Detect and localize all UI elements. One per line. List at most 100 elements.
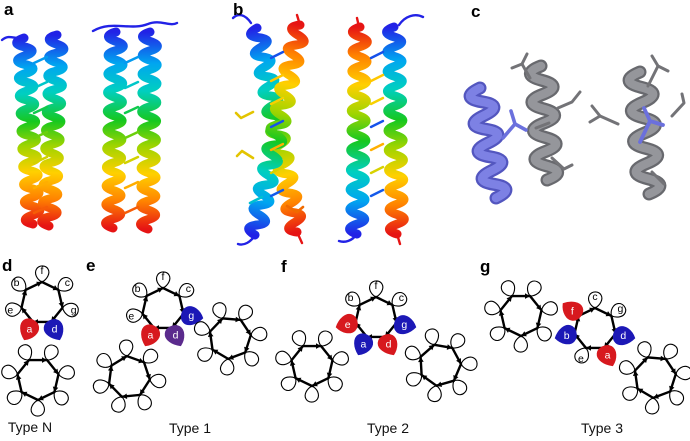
wheel-letter-f: f <box>375 280 378 292</box>
wheel-letter-c: c <box>592 291 597 303</box>
wheel-arrowhead <box>355 305 362 311</box>
wheel-petal <box>57 365 75 380</box>
wheel-petal <box>53 390 69 406</box>
wheel-petal <box>637 341 652 358</box>
wheel-petal-d <box>377 334 398 356</box>
wheel-petal <box>137 394 152 411</box>
wheel-petal <box>405 372 423 387</box>
wheel-petal <box>43 344 59 361</box>
side-chain-stick <box>269 188 285 198</box>
wheel-arrowhead <box>428 344 435 351</box>
wheel-petal-g <box>61 302 79 318</box>
terminal-tail <box>91 21 179 33</box>
wheel-arrowhead <box>244 346 250 353</box>
wheel-arrowhead <box>446 344 453 350</box>
wheel-petal <box>675 365 690 381</box>
side-chain-stick <box>670 92 686 118</box>
wheel-arrowhead <box>312 381 318 387</box>
panel-c-structures <box>463 52 686 205</box>
wheel-petal-c <box>178 283 195 298</box>
wheel-petal <box>250 326 268 342</box>
side-chain-stick <box>369 50 385 60</box>
wheel-petal-e <box>126 308 144 323</box>
wheel-petal <box>92 379 110 394</box>
wheel-arrowhead <box>121 356 127 362</box>
wheel-arrowhead <box>436 381 443 387</box>
wheel-arrowhead <box>327 354 333 361</box>
wheel-arrowhead <box>453 374 459 381</box>
side-chain-stick <box>248 195 264 205</box>
wheel-arrowhead <box>660 355 666 362</box>
wheel-arrowhead <box>521 331 527 337</box>
side-chain-stick <box>534 121 551 130</box>
wheel-arrowhead <box>536 304 542 311</box>
wheel-petal-e <box>574 347 590 364</box>
wheel-arrowhead <box>217 318 223 324</box>
wheel-petal <box>193 321 211 336</box>
wheel-letter-e: e <box>7 305 13 317</box>
wheel-arrowhead <box>653 393 659 399</box>
wheel-arrowhead <box>42 357 48 363</box>
wheel-petal <box>17 344 33 361</box>
wheel-petal <box>513 335 528 353</box>
wheel-arrowhead <box>52 285 59 291</box>
wheel-petal-g <box>610 303 627 318</box>
helical-wheel-e-partner-1 <box>92 339 167 413</box>
wheel-arrowhead <box>121 393 128 400</box>
wheel-petal-f <box>156 271 171 289</box>
wheel-letter-a: a <box>360 339 366 351</box>
type-label-2: Type 2 <box>366 420 410 436</box>
wheel-arrowhead <box>535 322 542 328</box>
wheel-arrowhead <box>605 311 612 317</box>
wheel-petal <box>304 385 319 403</box>
side-chain-stick <box>123 55 140 65</box>
wheel-letter-b: b <box>135 283 141 295</box>
wheel-petal-a <box>20 318 40 341</box>
wheel-petal-e <box>335 313 358 334</box>
wheel-petal-c <box>57 277 74 292</box>
wheel-petal <box>280 376 297 391</box>
wheel-petal-g <box>393 315 417 335</box>
wheel-letter-a: a <box>26 324 32 336</box>
wheel-petal <box>500 280 516 297</box>
wheel-letter-g: g <box>188 310 194 322</box>
wheel-letter-g: g <box>617 303 623 315</box>
wheel-letter-f: f <box>162 271 165 283</box>
wheel-arrowhead <box>228 354 234 360</box>
wheel-letter-g: g <box>401 319 407 331</box>
side-chain-stick <box>369 165 385 175</box>
side-chain-stick <box>509 109 517 126</box>
wheel-petal <box>149 373 167 389</box>
wheel-arrowhead <box>157 287 163 293</box>
side-chain-stick <box>556 90 582 110</box>
wheel-arrowhead <box>58 302 65 308</box>
side-chain-stick <box>269 119 285 129</box>
wheel-arrowhead <box>173 291 180 297</box>
wheel-arrowhead <box>207 331 214 337</box>
wheel-arrowhead <box>498 310 505 316</box>
wheel-petal-a <box>596 345 617 367</box>
side-chain-stick <box>369 96 385 106</box>
wheel-petal <box>219 358 235 376</box>
side-chain-stick <box>501 122 528 140</box>
wheel-petal-c <box>391 292 408 307</box>
wheel-arrowhead <box>637 388 644 394</box>
wheel-arrowhead <box>589 307 595 313</box>
side-chain-stick <box>269 50 285 60</box>
wheel-petal-c <box>588 291 603 309</box>
wheel-letter-c: c <box>399 292 404 304</box>
wheel-arrowhead <box>212 349 219 355</box>
panel-a-structures <box>0 21 179 234</box>
wheel-arrowhead <box>289 360 296 366</box>
wheel-letter-a: a <box>147 330 153 342</box>
side-chain-stick <box>123 155 140 165</box>
wheel-arrowhead <box>326 372 333 378</box>
helix-ribbon <box>12 33 45 229</box>
side-chain-stick <box>32 105 49 115</box>
wheel-arrowhead <box>21 307 27 314</box>
wheel-arrowhead <box>142 313 148 320</box>
side-chain-stick <box>510 62 532 80</box>
